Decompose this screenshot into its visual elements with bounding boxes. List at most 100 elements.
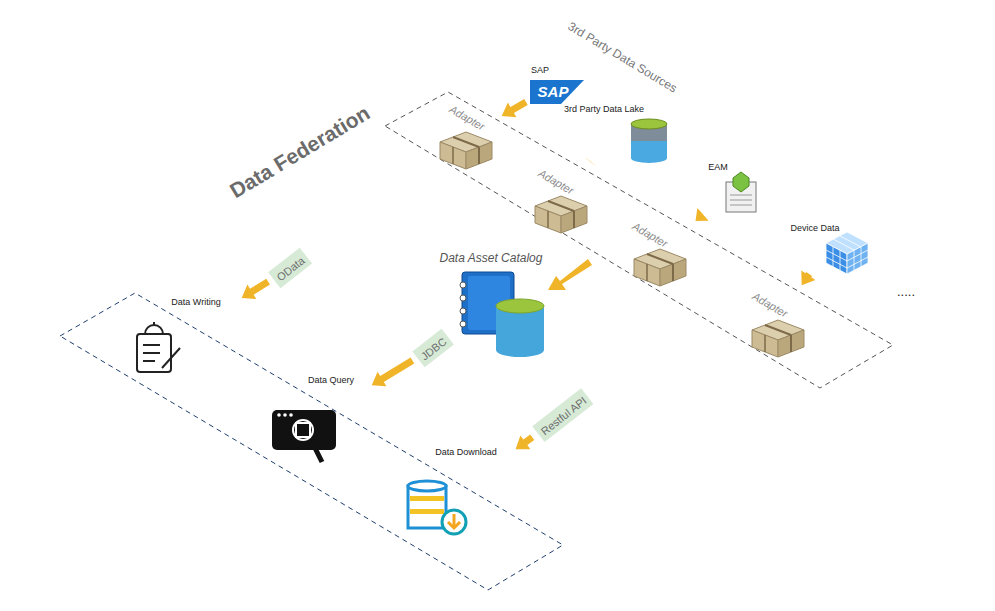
node-text: SAP [531, 65, 549, 75]
writing-icon [143, 352, 160, 354]
flow-arrow [516, 434, 535, 449]
query-icon [283, 413, 287, 417]
server-icon [730, 195, 752, 196]
protocol-tag: OData [268, 248, 312, 288]
device-cube [840, 250, 841, 270]
download-icon [448, 522, 460, 528]
node-text: Data Federation [226, 101, 374, 203]
device-cube [833, 239, 854, 250]
writing-icon [162, 348, 180, 368]
federation-band-outline [20, 85, 905, 611]
access-band [60, 293, 563, 590]
server-icon [730, 200, 752, 201]
server-icon [733, 172, 749, 192]
protocol-tag: JDBC [412, 329, 453, 367]
query-icon [311, 440, 322, 462]
node-text: SAP [538, 83, 569, 100]
adapter: Adapter [526, 164, 594, 238]
writing-icon [153, 322, 155, 325]
ellipsis-label: ..... [897, 284, 915, 299]
capability: Data Download [398, 440, 514, 545]
node-text: 3rd Party Data Sources [565, 20, 679, 96]
download-icon [408, 481, 466, 534]
query-icon [296, 423, 310, 437]
tag-text: JDBC [419, 335, 449, 362]
data-lake-icon [631, 119, 667, 129]
catalog-arrow [548, 259, 592, 290]
node-text: Data Writing [171, 297, 220, 307]
node-text: Data Query [308, 375, 354, 385]
catalog-icon [460, 321, 466, 327]
writing-icon [143, 360, 155, 362]
adapter-box [535, 196, 587, 233]
node-text: EAM [708, 162, 728, 172]
writing-icon [137, 322, 180, 372]
query-icon [272, 410, 336, 450]
data-lake-icon [631, 119, 667, 163]
access-band [60, 293, 563, 590]
adapter-box [634, 249, 686, 286]
catalog-arrow [548, 259, 592, 290]
download-icon [442, 510, 466, 534]
server-icon [726, 172, 756, 212]
query-icon [289, 413, 293, 417]
catalog-icon [460, 295, 466, 301]
source-system: SAP SAP [526, 60, 588, 108]
sap-logo [530, 80, 584, 104]
node-text: Device Data [790, 223, 839, 233]
flow-arrow [242, 279, 270, 299]
download-icon [410, 496, 444, 501]
flow-arrow [801, 271, 815, 286]
writing-icon [145, 325, 163, 334]
query-icon [293, 420, 313, 440]
tag-text: Restful API [538, 394, 588, 437]
source-band-outline [475, 40, 980, 336]
source-system: 3rd Party Data Lake [560, 100, 672, 162]
adapter-band [385, 92, 893, 388]
source-system: Device Data [785, 218, 871, 274]
data-lake-icon [631, 153, 667, 163]
protocol-tag: Restful API [532, 388, 594, 442]
device-cube [847, 257, 868, 268]
device-cube [854, 250, 855, 270]
device-cube [833, 247, 834, 267]
node-text: Adapter [750, 290, 790, 320]
writing-icon [143, 344, 160, 346]
catalog-icon [496, 299, 544, 313]
tag-text: OData [274, 254, 306, 283]
adapter-box [440, 132, 492, 169]
sap-logo [530, 80, 584, 104]
catalog-icon [460, 308, 466, 314]
source-system: EAM [703, 159, 765, 215]
flow-arrow [502, 99, 528, 117]
adapter: Adapter [742, 287, 810, 360]
device-cube [861, 247, 862, 267]
flow-arrow [696, 208, 709, 221]
adapter: Adapter [434, 100, 500, 172]
query-icon [272, 410, 336, 462]
capability: Data Query [262, 368, 370, 470]
catalog-icon [460, 272, 544, 357]
server-icon [730, 205, 752, 206]
flow-arrow [372, 358, 415, 387]
node-text: 3rd Party Data Lake [564, 104, 644, 114]
adapter-band [385, 92, 893, 388]
capability: Data Writing [122, 290, 240, 382]
device-cube [826, 257, 847, 268]
download-icon [408, 481, 446, 491]
adapter: Adapter [624, 217, 694, 290]
adapter-box [440, 132, 804, 357]
catalog-icon [496, 343, 544, 357]
device-cube [840, 236, 861, 247]
download-icon [410, 509, 444, 514]
catalog-icon [460, 282, 466, 288]
adapter-box [752, 320, 804, 357]
node-text: Adapter [630, 220, 670, 250]
flow-arrow [585, 157, 598, 168]
